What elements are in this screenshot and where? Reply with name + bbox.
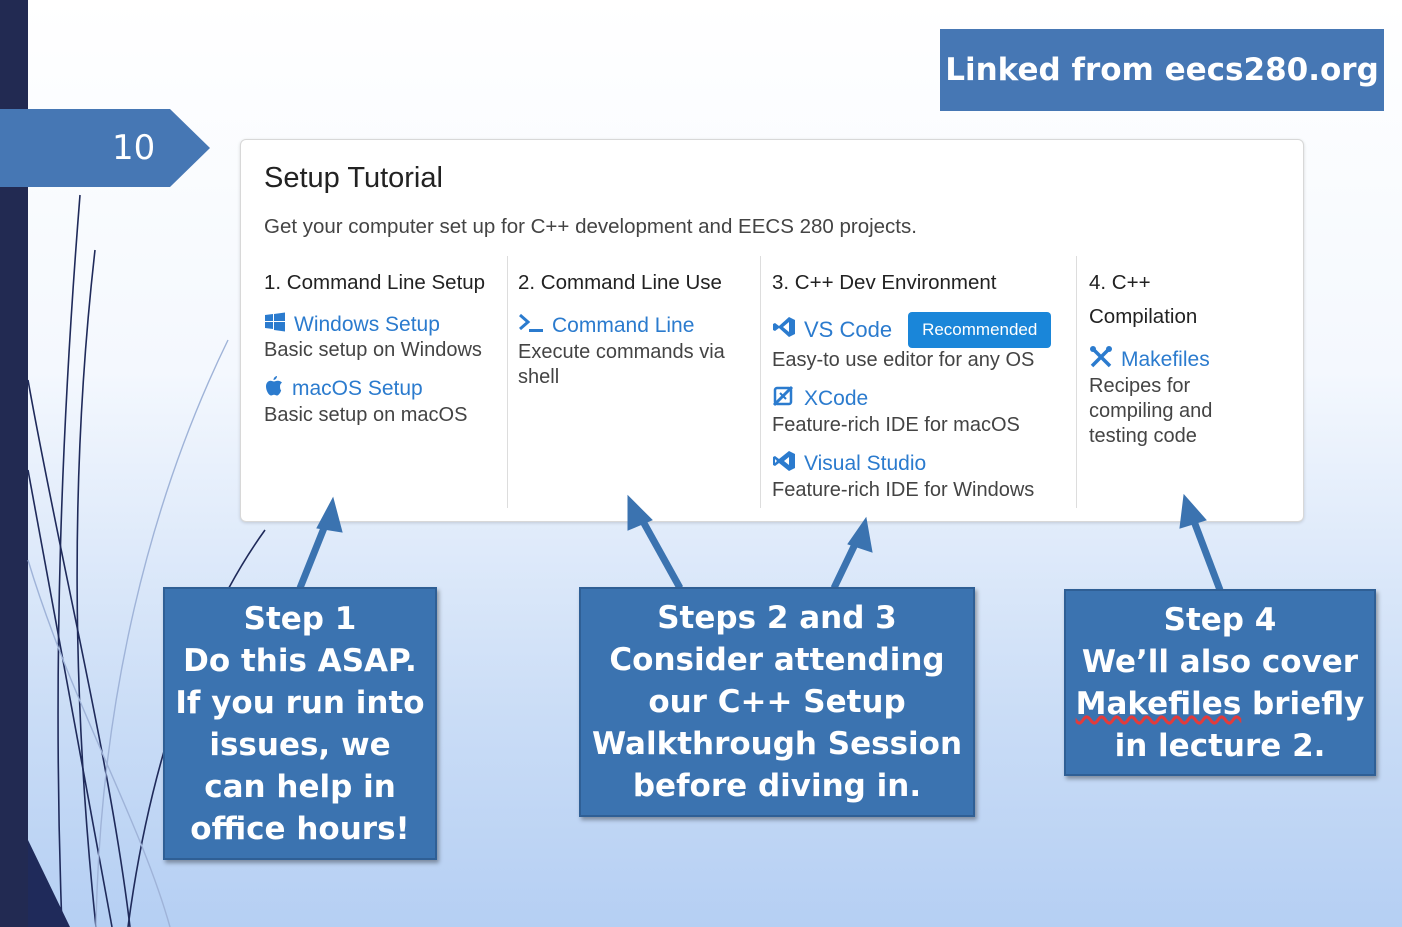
windows-icon bbox=[264, 312, 286, 338]
callout-text: briefly bbox=[1241, 685, 1365, 722]
callout-line: If you run into bbox=[175, 684, 425, 721]
callout-line: We’ll also cover bbox=[1081, 643, 1359, 680]
callout-line: Consider attending bbox=[609, 642, 945, 678]
item-description: Recipes for compiling and testing code bbox=[1089, 375, 1213, 447]
column-heading: 3. C++ Dev Environment bbox=[772, 271, 997, 294]
list-item: Visual Studio Feature-rich IDE for Windo… bbox=[772, 450, 1072, 503]
column-dev-environment: 3. C++ Dev Environment VS Code Recommend… bbox=[772, 266, 1072, 503]
xcode-icon bbox=[772, 385, 796, 413]
link-label: macOS Setup bbox=[292, 377, 423, 400]
list-item: VS Code Recommended Easy-to use editor f… bbox=[772, 312, 1072, 373]
slide-number: 10 bbox=[112, 128, 156, 168]
callout-line: before diving in. bbox=[632, 768, 922, 804]
setup-tutorial-card: Setup Tutorial Get your computer set up … bbox=[240, 139, 1304, 522]
column-heading: 4. C++ Compilation bbox=[1089, 271, 1198, 328]
list-item: macOS Setup Basic setup on macOS bbox=[264, 375, 494, 428]
card-title: Setup Tutorial bbox=[264, 162, 443, 194]
callout-line: Makefiles briefly bbox=[1076, 683, 1365, 725]
list-item: Makefiles Recipes for compiling and test… bbox=[1089, 346, 1239, 449]
list-item: Windows Setup Basic setup on Windows bbox=[264, 312, 494, 363]
callout-line: office hours! bbox=[190, 810, 410, 847]
link-label: Command Line bbox=[552, 314, 695, 337]
item-description: Execute commands via shell bbox=[518, 341, 725, 388]
callout-line: our C++ Setup bbox=[648, 684, 906, 720]
misspelled-word: Makefiles bbox=[1075, 685, 1242, 722]
tools-icon bbox=[1089, 346, 1113, 374]
makefiles-link[interactable]: Makefiles bbox=[1089, 346, 1239, 374]
link-label: Windows Setup bbox=[294, 313, 440, 336]
list-item: XCode Feature-rich IDE for macOS bbox=[772, 385, 1072, 438]
column-divider bbox=[507, 256, 508, 508]
callout-line: in lecture 2. bbox=[1114, 727, 1326, 764]
macos-setup-link[interactable]: macOS Setup bbox=[264, 375, 494, 403]
callout-steps-2-3: Steps 2 and 3 Consider attending our C++… bbox=[579, 587, 975, 817]
callout-line: Steps 2 and 3 bbox=[657, 600, 897, 636]
callout-line: Step 4 bbox=[1163, 601, 1277, 638]
column-heading: 1. Command Line Setup bbox=[264, 271, 486, 294]
terminal-icon bbox=[518, 312, 544, 340]
link-label: XCode bbox=[804, 387, 869, 410]
link-label: Makefiles bbox=[1121, 348, 1210, 371]
command-line-link[interactable]: Command Line bbox=[518, 312, 750, 340]
column-compilation: 4. C++ Compilation Makefiles Recipes for… bbox=[1089, 266, 1239, 449]
list-item: Command Line Execute commands via shell bbox=[518, 312, 750, 390]
item-description: Basic setup on macOS bbox=[264, 404, 468, 426]
windows-setup-link[interactable]: Windows Setup bbox=[264, 312, 494, 338]
callout-line: Step 1 bbox=[243, 600, 357, 637]
link-label: Visual Studio bbox=[804, 452, 927, 475]
column-heading: 2. Command Line Use bbox=[518, 271, 722, 294]
callout-step4: Step 4 We’ll also cover Makefiles briefl… bbox=[1064, 589, 1376, 776]
xcode-link[interactable]: XCode bbox=[772, 385, 1072, 413]
apple-icon bbox=[264, 375, 284, 403]
vscode-icon bbox=[772, 316, 796, 344]
callout-step1: Step 1 Do this ASAP. If you run into iss… bbox=[163, 587, 437, 860]
item-description: Easy-to use editor for any OS bbox=[772, 349, 1035, 371]
callout-line: Walkthrough Session bbox=[591, 726, 963, 762]
callout-line: issues, we bbox=[209, 726, 391, 763]
column-command-line-setup: 1. Command Line Setup Windows Setup Basi… bbox=[264, 266, 494, 428]
item-description: Feature-rich IDE for macOS bbox=[772, 414, 1020, 436]
visual-studio-link[interactable]: Visual Studio bbox=[772, 450, 1072, 478]
column-divider bbox=[1076, 256, 1077, 508]
visual-studio-icon bbox=[772, 450, 796, 478]
callout-line: Do this ASAP. bbox=[183, 642, 417, 679]
recommended-badge: Recommended bbox=[908, 312, 1052, 348]
link-label: VS Code bbox=[804, 317, 893, 342]
item-description: Basic setup on Windows bbox=[264, 339, 482, 361]
column-divider bbox=[760, 256, 761, 508]
column-command-line-use: 2. Command Line Use Command Line Execute… bbox=[518, 266, 750, 390]
vscode-link[interactable]: VS Code Recommended bbox=[772, 312, 1072, 348]
linked-label: Linked from eecs280.org bbox=[940, 29, 1384, 111]
item-description: Feature-rich IDE for Windows bbox=[772, 479, 1035, 501]
slide-number-tab bbox=[0, 109, 210, 187]
card-subtitle: Get your computer set up for C++ develop… bbox=[264, 215, 917, 238]
callout-line: can help in bbox=[204, 768, 396, 805]
